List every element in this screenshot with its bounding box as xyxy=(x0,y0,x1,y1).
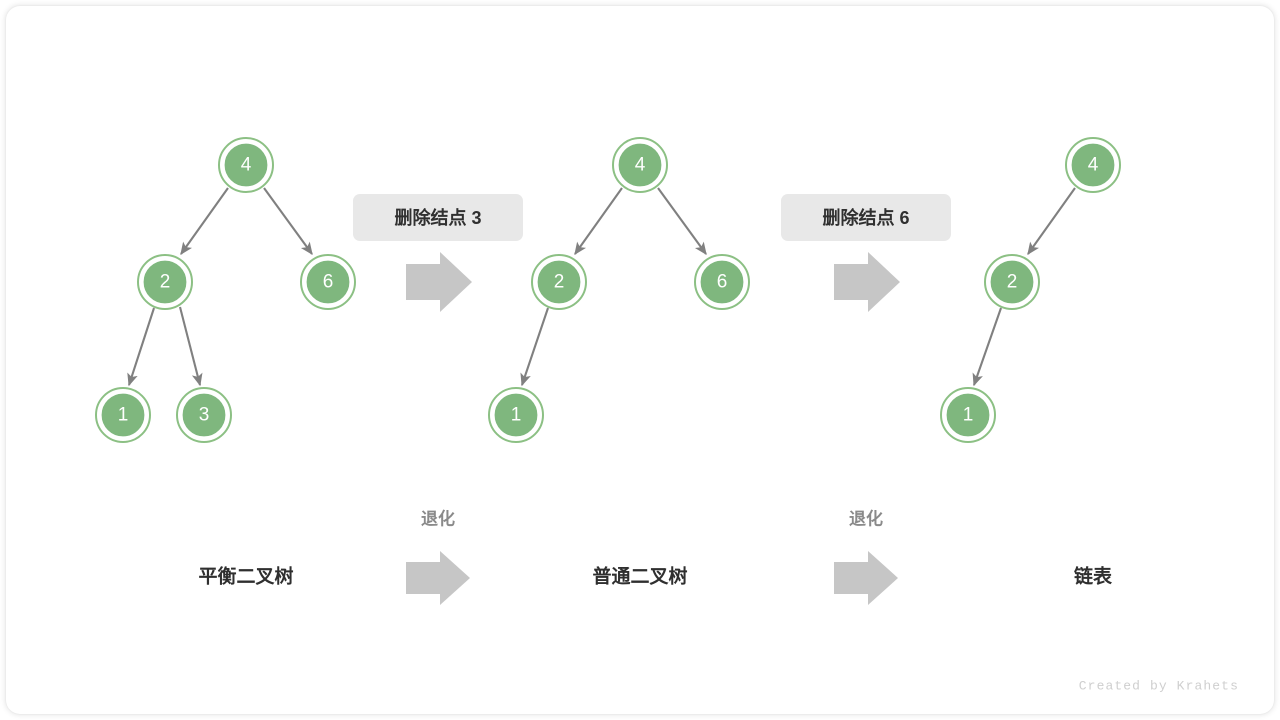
node-value: 4 xyxy=(635,155,646,176)
tree-node[interactable]: 1 xyxy=(488,387,544,443)
degenerate-arrow-icon xyxy=(406,551,470,605)
node-value: 3 xyxy=(199,405,210,426)
edge-2-to-1 xyxy=(520,307,549,387)
tree-linked-list: 4 2 1 xyxy=(940,137,1121,443)
tree-balanced: 4 2 6 1 3 xyxy=(95,137,356,443)
watermark: Created by Krahets xyxy=(1079,679,1239,694)
node-value: 1 xyxy=(963,405,974,426)
node-value: 1 xyxy=(511,405,522,426)
edge-4-to-6 xyxy=(657,187,707,256)
edge-4-to-2 xyxy=(180,187,229,256)
node-value: 2 xyxy=(1007,272,1018,293)
tree-node[interactable]: 2 xyxy=(984,254,1040,310)
edge-4-to-6 xyxy=(263,187,313,256)
tree-ordinary-edges xyxy=(520,187,707,387)
node-value: 6 xyxy=(717,272,728,293)
tree-ordinary: 4 2 6 1 xyxy=(488,137,750,443)
edge-2-to-3 xyxy=(178,306,203,387)
diagram-card xyxy=(6,6,1274,714)
operation-delete-node-3[interactable]: 删除结点 3 xyxy=(353,194,523,241)
caption-linked-list: 链表 xyxy=(1074,565,1113,588)
tree-node[interactable]: 4 xyxy=(612,137,668,193)
transition-label-1: 退化 xyxy=(421,509,455,529)
tree-node[interactable]: 1 xyxy=(940,387,996,443)
caption-ordinary: 普通二叉树 xyxy=(592,565,687,588)
node-value: 2 xyxy=(554,272,565,293)
edge-2-to-1 xyxy=(972,307,1002,387)
node-value: 1 xyxy=(118,405,129,426)
transition-label-2: 退化 xyxy=(849,509,883,529)
tree-node[interactable]: 4 xyxy=(218,137,274,193)
transition-arrow-icon xyxy=(406,252,472,312)
tree-node[interactable]: 1 xyxy=(95,387,151,443)
tree-node[interactable]: 2 xyxy=(137,254,193,310)
operation-label: 删除结点 6 xyxy=(822,207,909,228)
edge-4-to-2 xyxy=(574,187,623,256)
tree-balanced-edges xyxy=(127,187,313,387)
tree-node[interactable]: 4 xyxy=(1065,137,1121,193)
tree-node[interactable]: 6 xyxy=(694,254,750,310)
operation-label: 删除结点 3 xyxy=(394,207,481,228)
node-value: 4 xyxy=(241,155,252,176)
caption-balanced: 平衡二叉树 xyxy=(198,565,293,588)
tree-node[interactable]: 2 xyxy=(531,254,587,310)
node-value: 2 xyxy=(160,272,171,293)
tree-node[interactable]: 6 xyxy=(300,254,356,310)
node-value: 6 xyxy=(323,272,334,293)
transition-arrow-icon xyxy=(834,252,900,312)
degenerate-arrow-icon xyxy=(834,551,898,605)
edge-2-to-1 xyxy=(127,307,155,387)
node-value: 4 xyxy=(1088,155,1099,176)
operation-delete-node-6[interactable]: 删除结点 6 xyxy=(781,194,951,241)
tree-node[interactable]: 3 xyxy=(176,387,232,443)
edge-4-to-2 xyxy=(1027,187,1076,256)
tree-linked-list-edges xyxy=(972,187,1076,387)
